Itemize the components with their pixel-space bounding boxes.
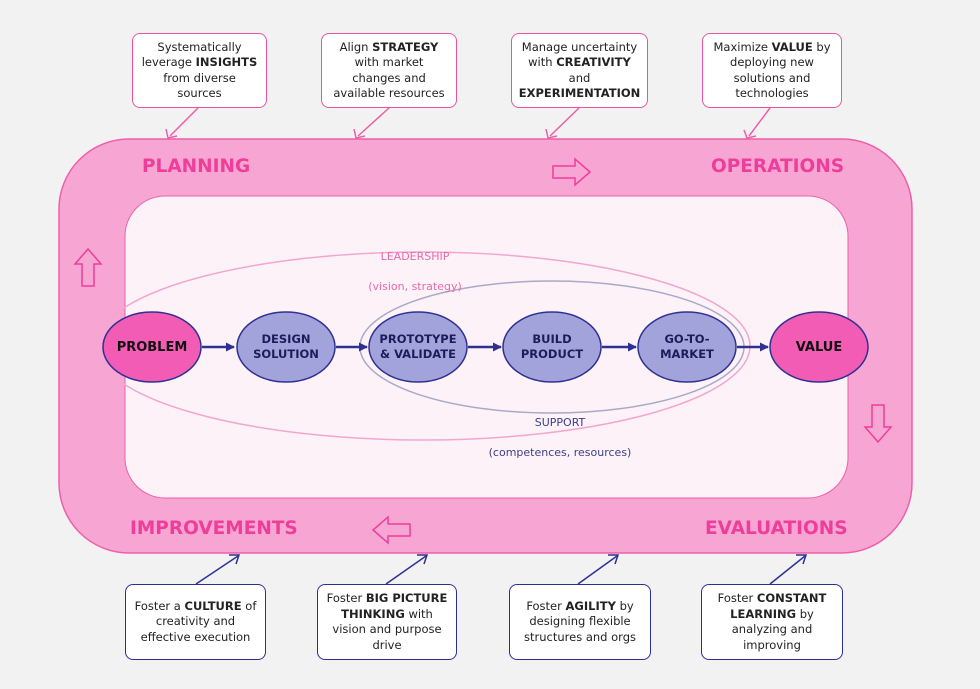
bottom-connectors bbox=[195, 554, 808, 585]
support-subtitle: (competences, resources) bbox=[488, 446, 632, 459]
node-prototype-shape bbox=[368, 311, 468, 383]
top-connectors bbox=[165, 107, 771, 139]
top-box-value-keyword: VALUE bbox=[771, 39, 813, 54]
bottom-box-culture: Foster a CULTURE of creativity and effec… bbox=[125, 584, 266, 660]
bottom-connector-2-head bbox=[417, 554, 429, 565]
top-connector-1 bbox=[169, 107, 199, 137]
top-box-strategy-keyword: STRATEGY bbox=[372, 39, 439, 54]
top-box-insights-keyword: INSIGHTS bbox=[195, 55, 258, 69]
top-connector-1-head bbox=[165, 128, 178, 139]
phase-operations: OPERATIONS bbox=[711, 156, 845, 177]
top-connector-3 bbox=[549, 107, 580, 137]
node-prototype-validate: PROTOTYPE & VALIDATE bbox=[379, 332, 457, 361]
support-title: SUPPORT bbox=[534, 416, 586, 429]
node-build-product: BUILD PRODUCT bbox=[520, 332, 584, 361]
top-connector-2 bbox=[357, 107, 390, 137]
bottom-connector-4 bbox=[769, 555, 806, 585]
top-connector-4-head bbox=[743, 129, 757, 139]
top-connector-4 bbox=[748, 107, 771, 137]
bottom-connector-4-head bbox=[796, 554, 808, 565]
bottom-connector-1-head bbox=[229, 554, 241, 565]
bottom-box-big-picture: Foster BIG PICTURE THINKING with vision … bbox=[317, 584, 457, 660]
top-box-creativity-keyword: CREATIVITY bbox=[556, 55, 631, 69]
top-connector-2-head bbox=[353, 128, 366, 139]
leadership-title: LEADERSHIP bbox=[380, 250, 450, 263]
node-gtm-shape bbox=[637, 311, 737, 383]
node-value-shape bbox=[769, 311, 869, 383]
bottom-box-big-picture-keyword: BIG PICTURE THINKING bbox=[341, 591, 448, 621]
bottom-connector-3 bbox=[577, 555, 618, 585]
node-design-shape bbox=[236, 311, 336, 383]
top-connector-3-head bbox=[545, 128, 558, 139]
bottom-connector-3-head bbox=[608, 554, 620, 565]
block-arrow-right bbox=[552, 157, 592, 187]
bottom-box-agility: Foster AGILITY by designing flexible str… bbox=[509, 584, 651, 660]
bottom-box-culture-keyword: CULTURE bbox=[184, 598, 242, 613]
support-label: SUPPORT (competences, resources) bbox=[475, 400, 645, 475]
top-box-value: Maximize VALUE by deploying new solution… bbox=[702, 33, 842, 108]
node-build-shape bbox=[502, 311, 602, 383]
phase-evaluations: EVALUATIONS bbox=[705, 518, 848, 539]
node-value: VALUE bbox=[795, 339, 843, 355]
bottom-connector-2 bbox=[385, 555, 427, 585]
node-go-to-market: GO-TO- MARKET bbox=[660, 332, 714, 361]
block-arrow-up bbox=[73, 247, 103, 287]
node-problem-shape bbox=[102, 311, 202, 383]
bottom-box-learning-keyword: CONSTANT LEARNING bbox=[730, 591, 827, 621]
bottom-box-learning: Foster CONSTANT LEARNING by analyzing an… bbox=[701, 584, 843, 660]
bottom-connector-1 bbox=[195, 555, 239, 585]
phase-planning: PLANNING bbox=[142, 156, 251, 177]
top-box-insights: Systematically leverage INSIGHTS from di… bbox=[132, 33, 267, 108]
leadership-label: LEADERSHIP (vision, strategy) bbox=[340, 234, 490, 309]
node-design-solution: DESIGN SOLUTION bbox=[253, 332, 319, 361]
top-box-strategy: Align STRATEGY with market changes and a… bbox=[321, 33, 457, 108]
block-arrow-left bbox=[371, 515, 411, 545]
leadership-subtitle: (vision, strategy) bbox=[368, 280, 462, 293]
node-problem: PROBLEM bbox=[116, 339, 188, 355]
block-arrow-down bbox=[863, 404, 893, 444]
bottom-box-agility-keyword: AGILITY bbox=[565, 598, 616, 613]
phase-improvements: IMPROVEMENTS bbox=[130, 518, 298, 539]
top-box-experimentation-keyword: EXPERIMENTATION bbox=[518, 86, 641, 100]
top-box-creativity: Manage uncertainty with CREATIVITY and E… bbox=[511, 33, 648, 108]
